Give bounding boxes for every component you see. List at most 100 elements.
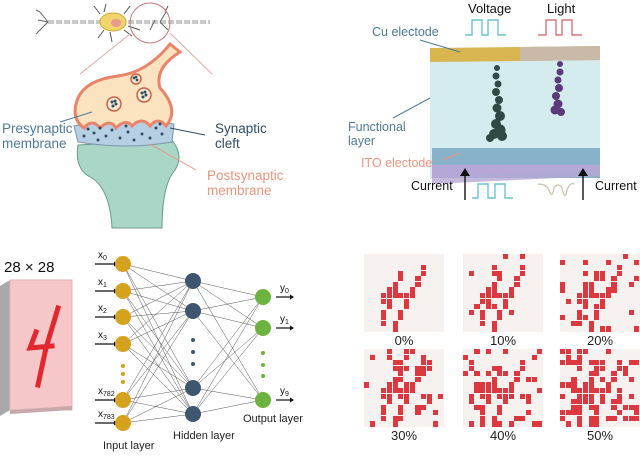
ellipsis-dot	[121, 364, 125, 368]
noise-pixel	[622, 404, 628, 410]
connection-line	[122, 387, 194, 401]
noise-pixel	[628, 309, 634, 315]
noisy-digit-image	[560, 349, 640, 427]
noise-pixel	[480, 320, 486, 326]
noise-pixel	[560, 382, 566, 388]
connection-line	[122, 316, 194, 415]
device-panel: Voltage Light Cu electode Functional lay…	[320, 0, 640, 230]
noise-pixel	[588, 404, 594, 410]
connection-line	[192, 296, 264, 312]
noise-pixel	[560, 410, 566, 416]
noise-pixel	[404, 349, 410, 355]
noise-pixel	[565, 354, 571, 360]
cleft-line2: cleft	[215, 135, 240, 151]
noise-pixel	[392, 388, 398, 394]
noise-pixel	[497, 309, 503, 315]
noise-pixel	[497, 371, 503, 377]
noise-pixel	[386, 287, 392, 293]
noise-pixel	[634, 404, 640, 410]
noise-pixel	[577, 320, 583, 326]
noise-pixel	[491, 287, 497, 293]
noise-pixel	[503, 349, 509, 355]
noise-pixel	[392, 281, 398, 287]
noise-pixel	[594, 293, 600, 299]
connection-line	[122, 263, 194, 312]
noise-pixel	[480, 404, 486, 410]
noise-pixel	[480, 388, 486, 394]
noise-pixel	[398, 415, 404, 421]
noise-pixel	[463, 354, 469, 360]
noise-pixel	[605, 287, 611, 293]
output-node	[255, 320, 271, 336]
noise-pixel	[485, 382, 491, 388]
noise-pixel	[588, 287, 594, 293]
hidden-layer-label: Hidden layer	[173, 430, 235, 442]
noise-pixel	[582, 315, 588, 321]
connection-line	[122, 280, 194, 292]
noise-pixel	[480, 309, 486, 315]
noise-pixel	[594, 315, 600, 321]
noise-pixel	[594, 270, 600, 276]
noise-pixel	[503, 393, 509, 399]
connection-line	[122, 343, 194, 389]
noise-pixel	[582, 399, 588, 405]
noise-pixel	[577, 365, 583, 371]
noise-pixel	[560, 281, 566, 287]
noise-pixel	[600, 365, 606, 371]
noise-pixel	[514, 281, 520, 287]
noise-pixel	[600, 270, 606, 276]
noise-pixel	[525, 393, 531, 399]
noise-pixel	[571, 399, 577, 405]
connection-line	[122, 263, 194, 389]
connection-line	[192, 310, 264, 329]
noise-pixel	[485, 298, 491, 304]
noise-pixel	[588, 360, 594, 366]
ellipsis-dot	[191, 338, 195, 342]
noise-pixel	[611, 371, 617, 377]
ellipsis-dot	[261, 363, 265, 367]
noise-pixel	[415, 371, 421, 377]
noise-pixel	[560, 349, 566, 355]
noise-pixel	[520, 415, 526, 421]
noise-pixel	[503, 371, 509, 377]
noise-pixel	[520, 360, 526, 366]
input-label: x1	[98, 277, 107, 289]
noise-pixel	[398, 376, 404, 382]
noisy-digit-image	[560, 254, 640, 332]
connection-line	[122, 310, 194, 345]
ellipsis-dot	[261, 351, 265, 355]
noise-pixel	[381, 388, 387, 394]
noise-pixel	[571, 376, 577, 382]
noise-pixel	[497, 365, 503, 371]
noise-pixel	[398, 388, 404, 394]
noise-pixel	[381, 315, 387, 321]
noise-pixel	[415, 404, 421, 410]
noise-pixel	[485, 393, 491, 399]
noise-pixel	[491, 421, 497, 427]
ellipsis-dot	[191, 350, 195, 354]
voltage-pulse-icon	[465, 19, 506, 36]
presynaptic-terminal	[73, 41, 183, 131]
noise-pixel	[577, 309, 583, 315]
noise-pixel	[634, 415, 640, 421]
noise-pixel	[421, 371, 427, 377]
noise-pixel	[600, 360, 606, 366]
noise-pixel	[571, 382, 577, 388]
noise-pixel	[622, 415, 628, 421]
noise-pixel	[582, 281, 588, 287]
noise-pixel	[386, 354, 392, 360]
noise-pixel	[503, 293, 509, 299]
noise-pixel	[617, 360, 623, 366]
input-label: x783	[98, 409, 115, 421]
noise-pixel	[398, 360, 404, 366]
noise-pixel	[497, 388, 503, 394]
connection-line	[122, 263, 194, 282]
noise-pixel	[474, 404, 480, 410]
voltage-label: Voltage	[468, 1, 512, 16]
noise-pixel	[611, 404, 617, 410]
connection-line	[122, 263, 194, 415]
noise-pixel	[497, 315, 503, 321]
input-layer-label: Input layer	[103, 440, 155, 452]
noise-pixel	[381, 410, 387, 416]
noise-pixel	[520, 254, 526, 260]
